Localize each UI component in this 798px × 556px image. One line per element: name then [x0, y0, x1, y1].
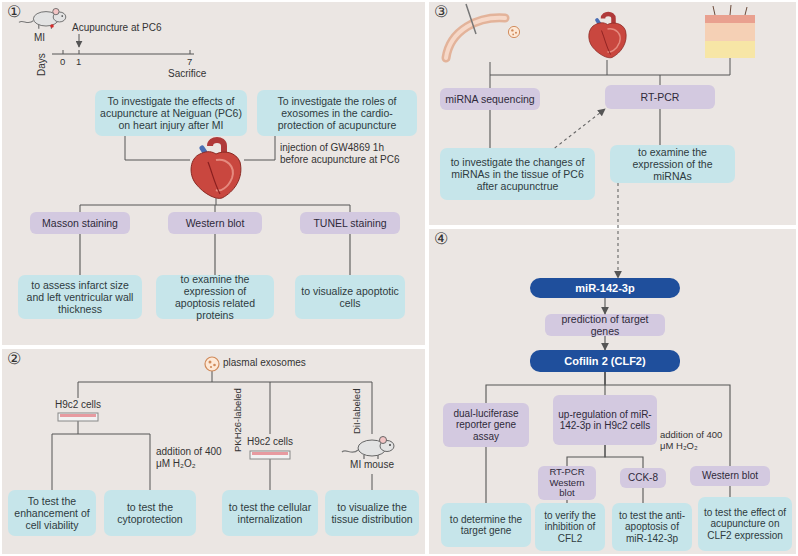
- box-text: miRNA sequencing: [445, 93, 534, 105]
- key-box: Cofilin 2 (CLF2): [530, 350, 680, 372]
- method-box: up-regulation of miR-142-3p in H9c2 cell…: [553, 395, 657, 445]
- aim-box: to visualize the tissue distribution: [325, 490, 419, 536]
- panel-section: ① To investigate the effects of acupunctu…: [2, 2, 425, 345]
- aim-box: To investigate the effects of acupunctur…: [95, 90, 247, 136]
- aim-box: To investigate the roles of exosomes in …: [257, 90, 417, 136]
- box-text: to examine the expression of the miRNAs: [614, 146, 731, 182]
- method-box: Western blot: [690, 466, 770, 486]
- box-text: up-regulation of miR-142-3p in H9c2 cell…: [557, 409, 653, 432]
- box-text: To investigate the roles of exosomes in …: [261, 95, 413, 131]
- box-text: CCK-8: [628, 472, 658, 484]
- aim-box: to assess infarct size and left ventricu…: [18, 275, 142, 319]
- box-text: To test the enhancement of cell viabilit…: [12, 495, 92, 531]
- box-text: prediction of target genes: [549, 313, 661, 337]
- aim-box: to test the anti-apoptosis of miR-142-3p: [612, 503, 692, 551]
- method-box: RT-PCR: [605, 85, 715, 109]
- panel-number: ④: [434, 231, 448, 247]
- method-box: Masson staining: [30, 212, 130, 234]
- box-text: Cofilin 2 (CLF2): [564, 355, 645, 368]
- box-text: to visualize apoptotic cells: [299, 285, 401, 309]
- method-box: TUNEL staining: [300, 212, 400, 234]
- box-text: RT-PCR: [641, 91, 680, 103]
- method-box: RT-PCR Western blot: [538, 466, 596, 500]
- box-text: to test the cellular internalization: [226, 501, 314, 525]
- box-text: To investigate the effects of acupunctur…: [99, 95, 243, 131]
- box-text: to visualize the tissue distribution: [329, 501, 415, 525]
- box-text: to determine the target gene: [445, 514, 527, 537]
- box-text: to assess infarct size and left ventricu…: [22, 279, 138, 315]
- panel-number: ①: [7, 4, 21, 20]
- aim-box: to examine the expression of apoptosis r…: [156, 275, 274, 319]
- box-text: Western blot: [702, 470, 758, 482]
- box-text: dual-luciferase reporter gene assay: [447, 408, 525, 443]
- box-text: Western blot: [186, 217, 245, 229]
- aim-box: to test the effect of acupuncture on CLF…: [698, 497, 792, 551]
- box-text: to investigate the changes of miRNAs in …: [444, 156, 591, 192]
- aim-box: to determine the target gene: [441, 503, 531, 547]
- box-text: to test the cytoprotection: [108, 501, 192, 525]
- aim-box: To test the enhancement of cell viabilit…: [8, 490, 96, 536]
- box-text: TUNEL staining: [313, 217, 386, 229]
- panel-number: ②: [7, 351, 21, 367]
- box-text: Masson staining: [42, 217, 118, 229]
- panel-section: ④ miR-142-3p prediction of target genesCof…: [429, 229, 796, 554]
- aim-box: to visualize apoptotic cells: [295, 275, 405, 319]
- aim-box: to test the cytoprotection: [104, 490, 196, 536]
- aim-box: to investigate the changes of miRNAs in …: [440, 148, 595, 200]
- panel-number: ③: [434, 4, 448, 20]
- box-text: to verify the inhibition of CFL2: [539, 510, 601, 545]
- method-box: CCK-8: [620, 468, 666, 488]
- key-box: miR-142-3p: [530, 278, 680, 298]
- box-text: to test the anti-apoptosis of miR-142-3p: [616, 510, 688, 545]
- box-text: miR-142-3p: [575, 282, 634, 295]
- aim-box: to examine the expression of the miRNAs: [610, 145, 735, 183]
- panel-section: ② To test the enhancement of cell viabili…: [2, 349, 425, 554]
- panel-section: ③ miRNA sequencing RT-PCR to investigate th…: [429, 2, 796, 225]
- method-box: miRNA sequencing: [440, 88, 540, 110]
- method-box: dual-luciferase reporter gene assay: [443, 403, 529, 447]
- method-box: prediction of target genes: [545, 314, 665, 336]
- box-text: to examine the expression of apoptosis r…: [160, 273, 270, 321]
- box-text: RT-PCR Western blot: [542, 467, 592, 500]
- method-box: Western blot: [168, 212, 262, 234]
- box-text: to test the effect of acupuncture on CLF…: [702, 507, 788, 542]
- aim-box: to verify the inhibition of CFL2: [535, 503, 605, 551]
- aim-box: to test the cellular internalization: [222, 490, 318, 536]
